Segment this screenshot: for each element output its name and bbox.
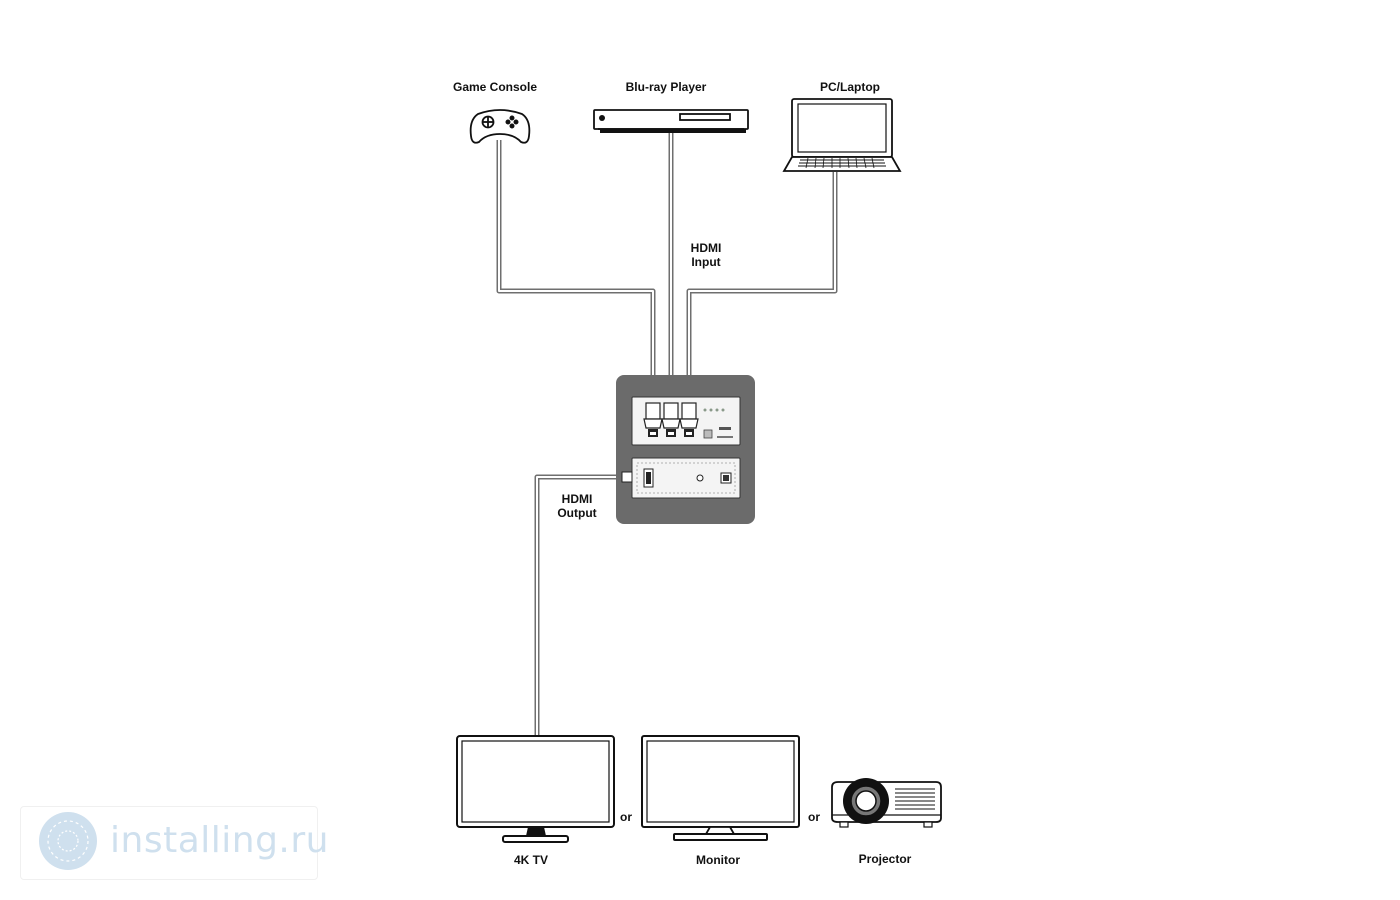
label-hdmi-output: HDMI Output	[557, 492, 596, 520]
label-hdmi-output-line2: Output	[557, 506, 597, 520]
label-pc-laptop: PC/Laptop	[820, 80, 880, 94]
label-projector: Projector	[858, 852, 912, 866]
label-hdmi-output-line1: HDMI	[561, 492, 593, 506]
gamepad-icon	[469, 109, 531, 144]
projector-icon	[831, 778, 942, 828]
hdmi-switcher-module	[631, 396, 741, 446]
label-monitor: Monitor	[696, 853, 740, 867]
monitor-icon	[641, 735, 800, 841]
bluray-player-icon	[593, 109, 749, 133]
wall-plate	[616, 375, 755, 524]
laptop-icon	[782, 98, 902, 172]
hdmi-output-cable	[534, 474, 628, 737]
label-or-2: or	[808, 810, 820, 824]
label-hdmi-input-line1: HDMI	[690, 241, 722, 255]
hdmi-output-module	[621, 457, 741, 499]
label-or-1: or	[620, 810, 632, 824]
tv-icon	[456, 735, 615, 843]
watermark-text: installing.ru	[110, 820, 329, 861]
watermark-frame	[20, 806, 318, 880]
label-4k-tv: 4K TV	[513, 853, 549, 867]
label-game-console: Game Console	[452, 80, 538, 94]
label-hdmi-input-line2: Input	[691, 255, 721, 269]
label-bluray-player: Blu-ray Player	[625, 80, 707, 94]
label-hdmi-input: HDMI Input	[691, 241, 722, 269]
hdmi-input-cables	[496, 131, 838, 400]
installing-logo-icon	[39, 812, 97, 870]
